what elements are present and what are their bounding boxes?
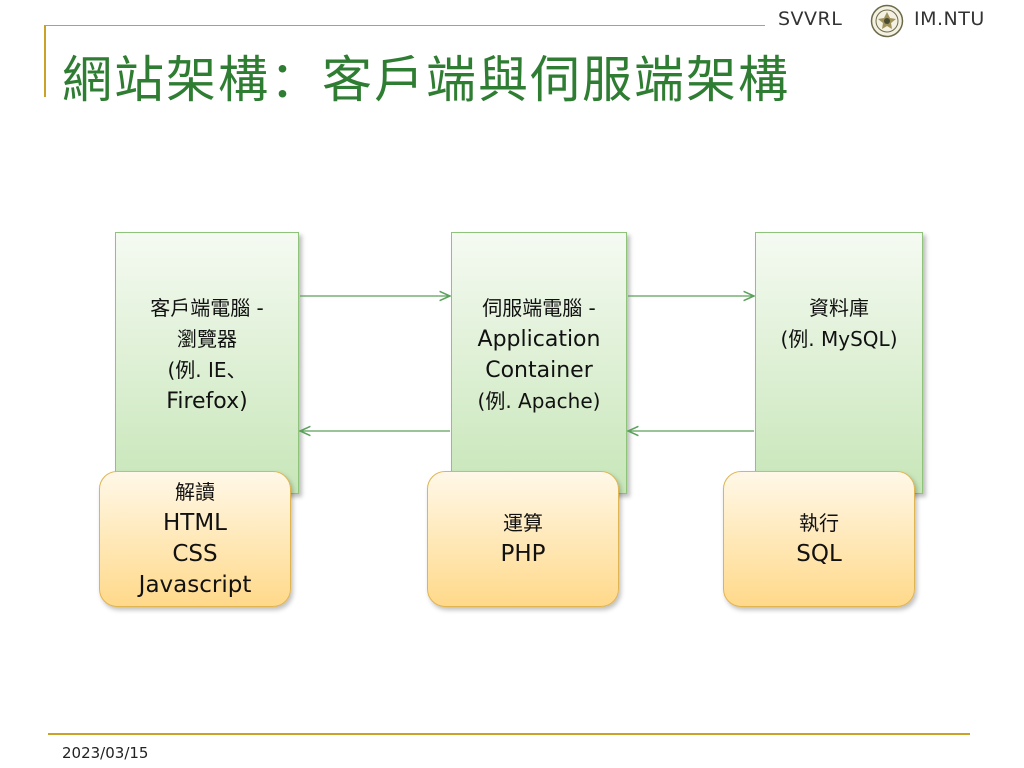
node-2-line: (例. MySQL) [780, 327, 898, 351]
client-computer-box: 客戶端電腦 - 瀏覽器 (例. IE、 Firefox) [115, 232, 299, 494]
database-text: 資料庫 (例. MySQL) [756, 293, 922, 355]
node-0-line: Firefox) [166, 389, 248, 414]
university-seal-icon [870, 4, 904, 38]
footer-rule [48, 733, 970, 735]
header-lab-name: SVVRL [778, 8, 843, 30]
role-0-line: 解讀 [175, 480, 215, 504]
role-0-line: CSS [172, 541, 218, 567]
header-rule [44, 25, 765, 26]
client-computer-text: 客戶端電腦 - 瀏覽器 (例. IE、 Firefox) [116, 293, 298, 417]
client-role-box: 解讀 HTML CSS Javascript [99, 471, 291, 607]
role-2-line: 執行 [799, 511, 839, 535]
database-box: 資料庫 (例. MySQL) [755, 232, 923, 494]
node-1-line: (例. Apache) [477, 389, 601, 413]
node-1-line: Container [485, 358, 593, 383]
node-0-line: (例. IE、 [167, 358, 247, 382]
database-role-box: 執行 SQL [723, 471, 915, 607]
node-1-line: 伺服端電腦 - [482, 296, 596, 320]
header-dept-name: IM.NTU [914, 8, 985, 30]
role-2-line: SQL [796, 541, 842, 567]
node-2-line: 資料庫 [809, 296, 869, 320]
node-0-line: 瀏覽器 [177, 327, 237, 351]
role-0-line: HTML [162, 510, 227, 536]
title-accent-bar [44, 25, 46, 97]
role-1-line: 運算 [503, 511, 543, 535]
slide-title: 網站架構：客戶端與伺服端架構 [62, 51, 790, 109]
role-0-line: Javascript [138, 572, 252, 598]
footer-date: 2023/03/15 [62, 744, 149, 762]
node-0-line: 客戶端電腦 - [150, 296, 264, 320]
role-1-line: PHP [500, 541, 546, 567]
node-1-line: Application [477, 327, 601, 352]
server-role-box: 運算 PHP [427, 471, 619, 607]
